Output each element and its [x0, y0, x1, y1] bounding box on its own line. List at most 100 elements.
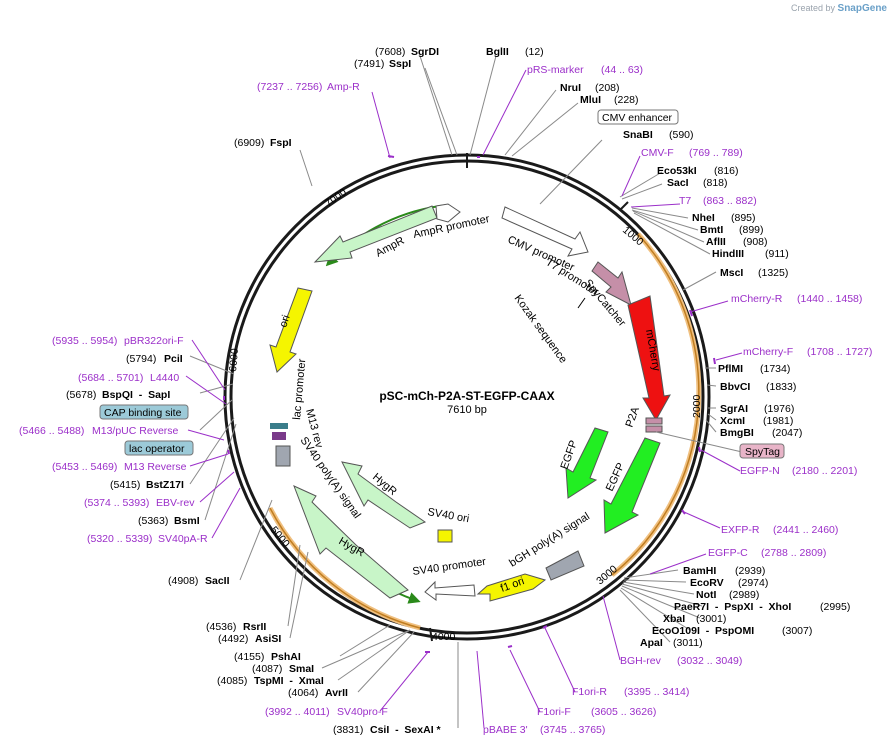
- lac-operator-label: lac operator: [129, 443, 185, 455]
- ring-ticks: [429, 153, 629, 642]
- enzyme-msci-name: MscI: [720, 267, 743, 279]
- enzyme-avrii-name: AvrII: [325, 687, 348, 699]
- enzyme-bstz17i-pos: (5415): [110, 479, 140, 491]
- enzyme-bglii-name: BglII: [486, 46, 509, 58]
- enzyme-bmti-name: BmtI: [700, 224, 723, 236]
- enzyme-rsrii-name: RsrII: [243, 621, 266, 633]
- enzyme-sspi-name: SspI: [389, 58, 411, 70]
- bgh-polya-box: [545, 550, 585, 581]
- enzyme-msci-pos: (1325): [758, 267, 788, 279]
- primer-ebv-rev-name: EBV-rev: [156, 497, 195, 509]
- primer-f1ori-r-name: F1ori-R: [572, 686, 607, 698]
- enzyme-bglii-pos: (12): [525, 46, 544, 58]
- brand-name: SnapGene: [837, 3, 887, 14]
- orange-arc-right-line: [611, 233, 700, 576]
- enzyme-bmgbi-name: BmgBI: [720, 427, 754, 439]
- feature-label-sv40-promoter: SV40 promoter: [412, 556, 487, 578]
- enzyme-ecorv-pos: (2974): [738, 577, 768, 589]
- ori-arrow: [269, 287, 313, 373]
- cap-binding-site-box: [99, 404, 189, 420]
- plasmid-name: pSC-mCh-P2A-ST-EGFP-CAAX: [379, 389, 554, 403]
- primer-mcherry-r-range: (1440 .. 1458): [797, 293, 862, 305]
- tick-4000: 4000: [432, 631, 456, 643]
- sv40-promoter-arrow: [424, 580, 476, 601]
- enzyme-pflmi-pos: (1734): [760, 363, 790, 375]
- primer-bgh-rev-range: (3032 .. 3049): [677, 655, 742, 667]
- enzyme-bbvci-name: BbvCI: [720, 381, 750, 393]
- hygr-arrow-outer: [293, 485, 409, 599]
- enzyme-aflii-name: AflII: [706, 236, 726, 248]
- enzyme-sacii-pos: (4908): [168, 575, 198, 587]
- enzyme-sgrdi-pos: (7608): [375, 46, 405, 58]
- p2a-box: [645, 417, 663, 425]
- egfp-arrow-inner: [565, 427, 609, 499]
- primer-sv40pa-r-name: SV40pA-R: [158, 533, 208, 545]
- feature-label-ori: ori: [277, 314, 292, 329]
- enzyme-noti-pos: (2989): [729, 589, 759, 601]
- primer-pbabe3-range: (3745 .. 3765): [540, 724, 605, 736]
- enzyme-xbai-pos: (3001): [696, 613, 726, 625]
- enzyme-bstz17i-name: BstZ17I: [146, 479, 184, 491]
- primer-pbabe3-name: pBABE 3': [483, 724, 528, 736]
- primer-sv40pro-f-name: SV40pro-F: [337, 706, 388, 718]
- features: [269, 203, 671, 602]
- primer-l4440-name: L4440: [150, 372, 179, 384]
- spytag-label: SpyTag: [745, 446, 780, 458]
- primer-m13puc-rev-name: M13/pUC Reverse: [92, 425, 179, 437]
- enzyme-apai-pos: (3011): [673, 637, 703, 649]
- primer-cmv-f-range: (769 .. 789): [689, 147, 743, 159]
- primer-ring-markers: [223, 155, 716, 653]
- spytag-box-map: [645, 425, 663, 433]
- primer-egfp-n-name: EGFP-N: [740, 465, 780, 477]
- primer-ebv-rev-range: (5374 .. 5393): [84, 497, 149, 509]
- enzyme-rsrii-pos: (4536): [206, 621, 236, 633]
- primer-amp-r-name: Amp-R: [327, 81, 360, 93]
- snapgene-watermark: Created by SnapGene: [791, 3, 887, 14]
- enzyme-xbai-name: XbaI: [663, 613, 685, 625]
- primer-mcherry-f-name: mCherry-F: [743, 346, 793, 358]
- enzyme-xcmi-name: XcmI: [720, 415, 745, 427]
- enzyme-ecorv-name: EcoRV: [690, 577, 724, 589]
- enzyme-sacii-name: SacII: [205, 575, 230, 587]
- enzyme-aflii-pos: (908): [743, 236, 768, 248]
- lac-operator-mark: [270, 423, 288, 429]
- enzyme-hindiii-pos: (911): [765, 248, 789, 260]
- primer-m13-rev-range: (5453 .. 5469): [52, 461, 117, 473]
- feature-label-kozak: Kozak sequence: [512, 293, 570, 366]
- enzyme-apai-name: ApaI: [640, 637, 663, 649]
- sv40-ori-box: [437, 529, 453, 543]
- enzyme-snabi-pos: (590): [669, 129, 694, 141]
- enzyme-pflmi-name: PflMI: [718, 363, 743, 375]
- enzyme-bsmi-pos: (5363): [138, 515, 168, 527]
- enzyme-nhei-name: NheI: [692, 212, 715, 224]
- enzyme-mlui-name: MluI: [580, 94, 601, 106]
- enzyme-pshai-pos: (4155): [234, 651, 264, 663]
- enzyme-saci-pos: (818): [703, 177, 728, 189]
- enzyme-bmti-pos: (899): [739, 224, 764, 236]
- primer-m13puc-rev-range: (5466 .. 5488): [19, 425, 84, 437]
- primer-prs-marker-range: (44 .. 63): [601, 64, 643, 76]
- primer-mcherry-f-range: (1708 .. 1727): [807, 346, 872, 358]
- feature-label-lac-promoter: lac promoter: [291, 358, 308, 420]
- tick-6000: 6000: [227, 348, 241, 372]
- enzyme-smai-pos: (4087): [252, 663, 282, 675]
- spytag-box: [739, 443, 785, 459]
- boxed-labels: CMV enhancer SpyTag CAP binding site lac…: [99, 109, 785, 459]
- enzyme-bsmi-name: BsmI: [174, 515, 200, 527]
- primer-exfp-r-name: EXFP-R: [721, 524, 760, 536]
- enzyme-smai-name: SmaI: [289, 663, 314, 675]
- primer-f1ori-f-name: F1ori-F: [537, 706, 571, 718]
- brand-created-by: Created by: [790, 3, 836, 13]
- primer-mcherry-r-name: mCherry-R: [731, 293, 783, 305]
- primer-connector-lines: [185, 69, 743, 729]
- primer-bgh-rev-name: BGH-rev: [620, 655, 662, 667]
- enzyme-noti-name: NotI: [696, 589, 716, 601]
- enzyme-fspi-name: FspI: [270, 137, 292, 149]
- enzyme-bbvci-pos: (1833): [766, 381, 796, 393]
- kozak-mark: [577, 297, 586, 309]
- enzyme-bamhi-name: BamHI: [683, 565, 716, 577]
- cmv-enhancer-box: [597, 109, 679, 125]
- primer-egfp-c-range: (2788 .. 2809): [761, 547, 826, 559]
- cmv-enhancer-label: CMV enhancer: [602, 112, 673, 124]
